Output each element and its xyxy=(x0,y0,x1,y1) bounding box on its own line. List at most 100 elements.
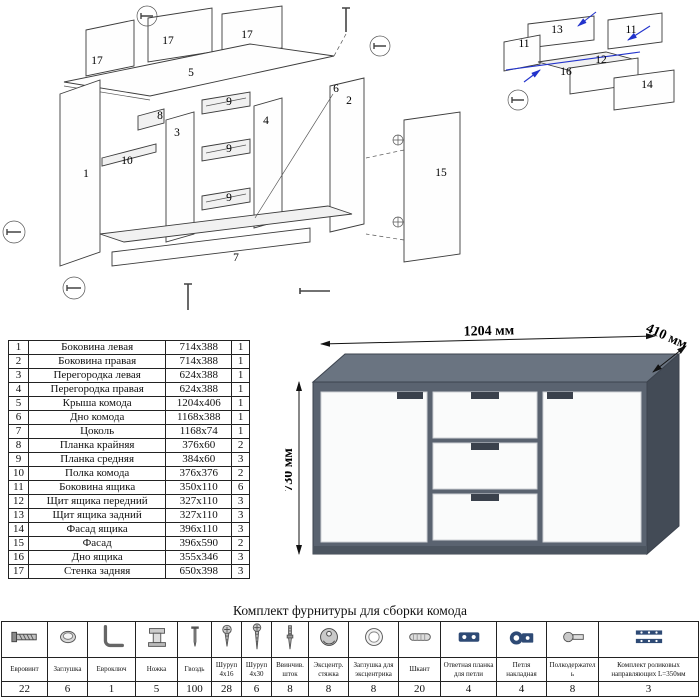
part-number: 8 xyxy=(8,438,29,453)
shelf-10 xyxy=(101,143,157,167)
hardware-name: Ножка xyxy=(135,657,178,682)
part-qty: 3 xyxy=(231,522,250,537)
part-name: Боковина левая xyxy=(27,340,167,355)
drawer-detail-view xyxy=(503,11,675,111)
part-number: 1 xyxy=(8,340,29,355)
hardware-qty: 6 xyxy=(47,681,88,697)
part-qty: 3 xyxy=(231,550,250,565)
part-name: Крыша комода xyxy=(27,396,167,411)
part-callout-17: 17 xyxy=(91,55,103,67)
part-size: 1168x388 xyxy=(165,410,233,425)
hardware-icon-cell xyxy=(87,621,136,658)
part-callout-16: 16 xyxy=(560,66,572,78)
euroscrew-icon xyxy=(10,622,40,652)
handle-notches xyxy=(397,392,573,501)
part-name: Боковина ящика xyxy=(27,480,167,495)
part-name: Цоколь xyxy=(27,424,167,439)
part-size: 1204x406 xyxy=(165,396,233,411)
hardware-icon-cell xyxy=(241,621,272,658)
part-callout-15: 15 xyxy=(435,167,447,179)
part-callout-2: 2 xyxy=(346,95,352,107)
hardware-qty: 4 xyxy=(440,681,497,697)
part-size: 327x110 xyxy=(165,508,233,523)
hardware-name: Шкант xyxy=(398,657,441,682)
dresser-svg: 1204 мм 410 мм 730 мм xyxy=(281,321,690,556)
drawer-middle[interactable] xyxy=(432,442,538,490)
width-dimension-arrow xyxy=(320,333,656,347)
part-qty: 3 xyxy=(231,564,250,579)
part-callout-8: 8 xyxy=(157,110,163,122)
part-qty: 3 xyxy=(231,508,250,523)
right-side-panel-2 xyxy=(329,77,365,233)
drawer-top[interactable] xyxy=(432,391,538,439)
part-callout-17: 17 xyxy=(162,35,174,47)
hardware-qty: 3 xyxy=(598,681,699,697)
fastener-callout-icons xyxy=(2,5,529,300)
part-number: 16 xyxy=(8,550,29,565)
hardware-qty: 22 xyxy=(1,681,48,697)
part-name: Планка крайняя xyxy=(27,438,167,453)
hardware-icon-cell xyxy=(1,621,48,658)
hardware-qty: 8 xyxy=(546,681,599,697)
hardware-icon-cell xyxy=(135,621,178,658)
part-qty: 1 xyxy=(231,354,250,369)
right-door[interactable] xyxy=(542,391,642,543)
bottom-panel-6 xyxy=(99,205,353,243)
hardware-name: Заглушка xyxy=(47,657,88,682)
hardware-qty: 4 xyxy=(496,681,547,697)
door-facade-15 xyxy=(403,111,461,263)
left-door[interactable] xyxy=(320,391,428,543)
part-callout-5: 5 xyxy=(188,67,194,79)
hardware-icon-cell xyxy=(211,621,242,658)
part-callout-17: 17 xyxy=(241,29,253,41)
part-name: Фасад ящика xyxy=(27,522,167,537)
plinth-7 xyxy=(111,227,311,267)
part-name: Перегородка правая xyxy=(27,382,167,397)
hinge-cross-icon xyxy=(392,134,404,228)
part-name: Перегородка левая xyxy=(27,368,167,383)
part-callout-11: 11 xyxy=(518,38,529,50)
part-callout-10: 10 xyxy=(121,155,133,167)
part-callout-9: 9 xyxy=(226,96,232,108)
part-callout-12: 12 xyxy=(595,54,607,66)
part-callout-11: 11 xyxy=(625,24,636,36)
hardware-icon-cell xyxy=(440,621,497,658)
edge-plank-8 xyxy=(137,108,165,131)
part-number: 7 xyxy=(8,424,29,439)
dowel-screw-icon xyxy=(275,622,305,652)
dresser-render: 1204 мм 410 мм 730 мм xyxy=(281,321,695,602)
part-number: 10 xyxy=(8,466,29,481)
part-callout-9: 9 xyxy=(226,143,232,155)
partition-left-3 xyxy=(165,111,195,243)
part-number: 4 xyxy=(8,382,29,397)
part-name: Щит ящика передний xyxy=(27,494,167,509)
hardware-name: Гвоздь xyxy=(177,657,212,682)
part-number: 6 xyxy=(8,410,29,425)
part-name: Планка средняя xyxy=(27,452,167,467)
hardware-icon-cell xyxy=(496,621,547,658)
part-number: 11 xyxy=(8,480,29,495)
depth-dimension-label: 410 мм xyxy=(643,322,689,353)
hinge-plate-icon xyxy=(454,622,484,652)
screw-long-icon xyxy=(242,622,272,652)
part-size: 376x376 xyxy=(165,466,233,481)
part-callout-3: 3 xyxy=(174,127,180,139)
part-name: Дно комода xyxy=(27,410,167,425)
left-side-panel-1 xyxy=(59,79,101,267)
part-callout-13: 13 xyxy=(551,24,563,36)
drawer-bottom[interactable] xyxy=(432,493,538,541)
hardware-qty: 5 xyxy=(135,681,178,697)
part-qty: 3 xyxy=(231,494,250,509)
